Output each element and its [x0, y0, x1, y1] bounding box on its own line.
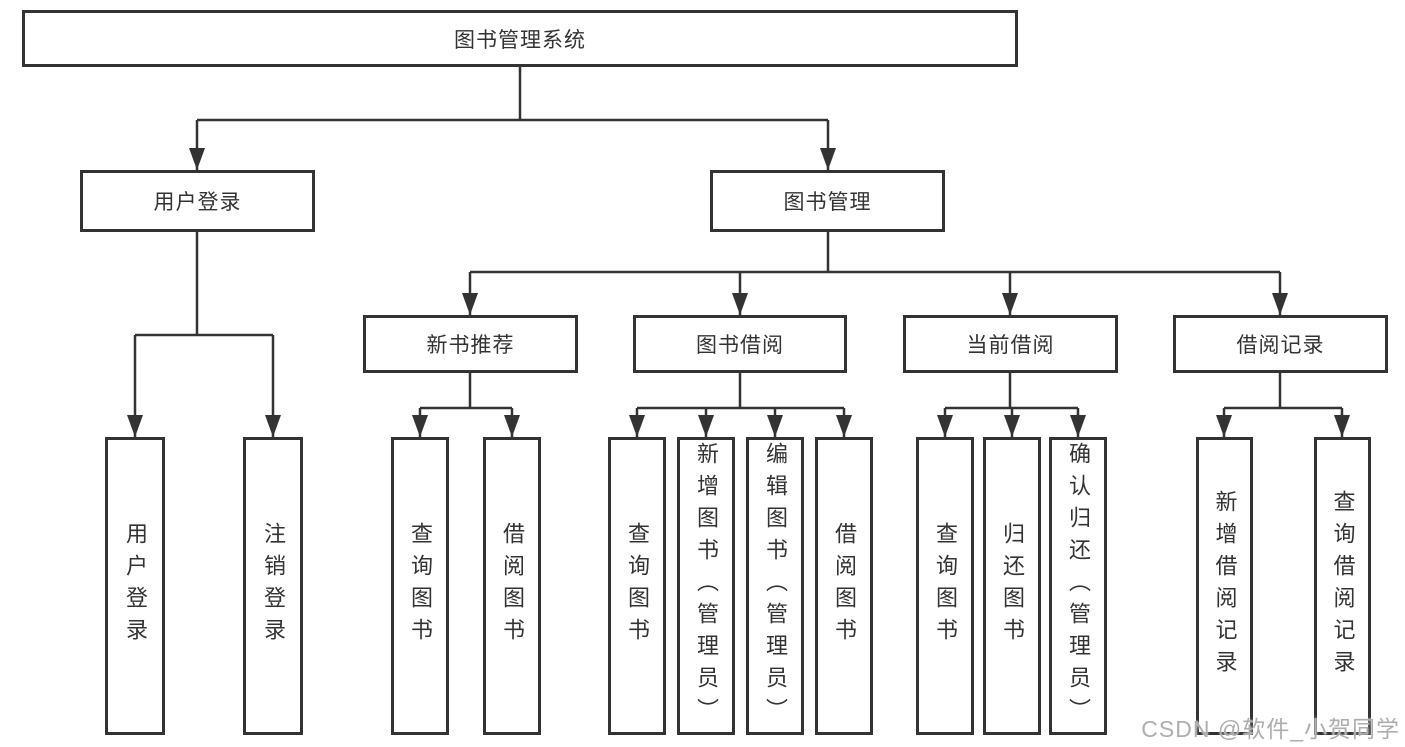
node-label: 归还图书 — [1000, 522, 1025, 650]
node-leaf-borrow-books-2: 借阅图书 — [815, 437, 873, 735]
node-label: 查询借阅记录 — [1330, 490, 1356, 682]
node-label: 查询图书 — [933, 522, 958, 650]
node-label: 新增图书（管理员） — [694, 442, 719, 730]
node-borrowing-records: 借阅记录 — [1173, 315, 1388, 373]
csdn-watermark: CSDN @软件_小贺同学 — [1141, 716, 1400, 742]
node-leaf-query-books-2: 查询图书 — [608, 437, 666, 735]
node-leaf-edit-book-admin: 编辑图书（管理员） — [746, 437, 804, 735]
node-new-book-recommend: 新书推荐 — [363, 315, 578, 373]
node-leaf-return-book: 归还图书 — [983, 437, 1041, 735]
node-label: 确认归还（管理员） — [1066, 442, 1091, 730]
node-leaf-query-books-1: 查询图书 — [391, 437, 449, 735]
node-label: 查询图书 — [408, 522, 433, 650]
node-label: 查询图书 — [625, 522, 650, 650]
node-leaf-user-login: 用户登录 — [105, 437, 165, 735]
node-label: 借阅图书 — [500, 522, 525, 650]
node-label: 新增借阅记录 — [1212, 490, 1238, 682]
node-leaf-query-borrow-record: 查询借阅记录 — [1314, 437, 1371, 735]
node-label: 新书推荐 — [426, 334, 515, 357]
node-label: 图书管理系统 — [454, 28, 586, 52]
node-label: 编辑图书（管理员） — [763, 442, 788, 730]
node-current-borrowing: 当前借阅 — [903, 315, 1118, 373]
node-label: 借阅记录 — [1236, 334, 1325, 357]
node-label: 图书借阅 — [696, 334, 784, 357]
node-leaf-add-book-admin: 新增图书（管理员） — [677, 437, 735, 735]
node-label: 当前借阅 — [966, 334, 1055, 357]
node-label: 注销登录 — [261, 522, 286, 650]
node-root-library-system: 图书管理系统 — [22, 10, 1018, 67]
node-label: 用户登录 — [123, 522, 148, 650]
node-leaf-confirm-return-admin: 确认归还（管理员） — [1049, 437, 1107, 735]
node-leaf-borrow-books-1: 借阅图书 — [483, 437, 541, 735]
node-book-management-branch: 图书管理 — [710, 170, 945, 232]
node-user-login-branch: 用户登录 — [80, 170, 315, 232]
node-label: 图书管理 — [783, 191, 872, 214]
node-label: 借阅图书 — [832, 522, 857, 650]
node-leaf-logout: 注销登录 — [243, 437, 303, 735]
node-leaf-query-books-3: 查询图书 — [916, 437, 974, 735]
node-label: 用户登录 — [153, 191, 242, 214]
node-book-borrowing: 图书借阅 — [633, 315, 847, 373]
node-leaf-add-borrow-record: 新增借阅记录 — [1196, 437, 1253, 735]
